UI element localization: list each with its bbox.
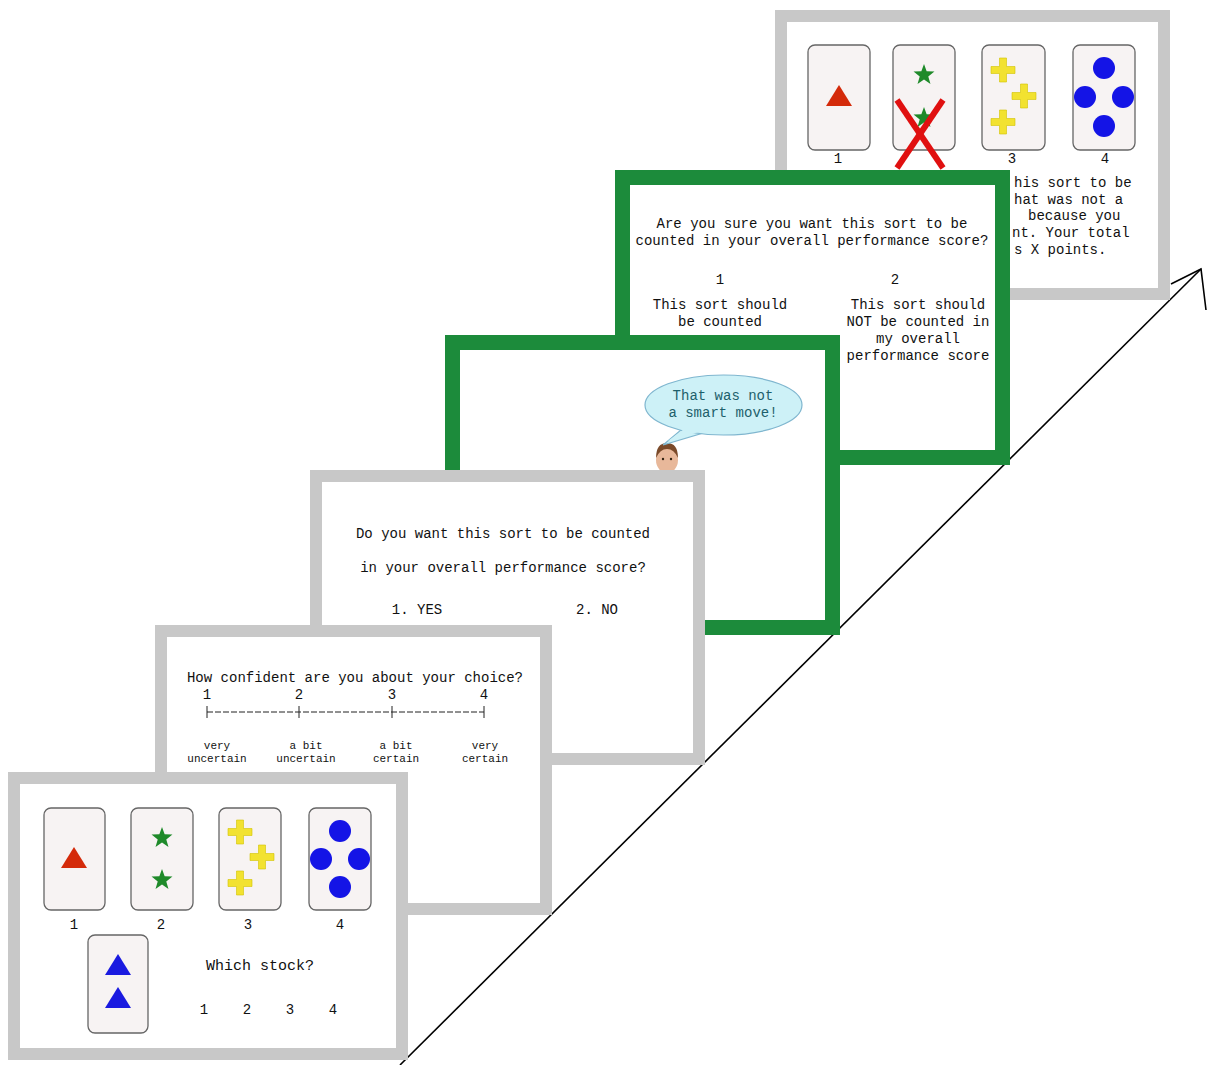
option-number: 1: [828, 150, 848, 168]
scale-line: [207, 712, 484, 713]
stock-card: [131, 808, 193, 910]
circle-symbol: [310, 848, 332, 870]
option-number: 3: [382, 686, 402, 704]
stock-card: [44, 808, 105, 910]
star-symbol: [152, 827, 173, 847]
screen-text: Are you sure you want this sort to be co…: [632, 216, 992, 250]
option-number: 3: [238, 916, 258, 934]
bubble-body: [645, 375, 802, 435]
option-number: 3: [1002, 150, 1022, 168]
feedback-fragment: because you: [1028, 208, 1148, 225]
feedback-fragment: his sort to be: [1014, 175, 1144, 192]
circle-symbol: [1112, 86, 1134, 108]
option-number: 1: [197, 686, 217, 704]
screen-text: 1. YES: [382, 601, 452, 619]
circle-symbol: [329, 820, 351, 842]
eye-symbol: [662, 458, 664, 460]
option-number: 1: [710, 271, 730, 289]
option-number: 4: [323, 1001, 343, 1019]
triangle-symbol: [826, 85, 852, 106]
timeline-arrowhead: [1171, 269, 1206, 310]
scale-label: How confident are you about your choice?: [175, 670, 535, 687]
red-cross-mark: [897, 100, 943, 168]
red-cross-mark: [897, 100, 943, 168]
option-number: 3: [280, 1001, 300, 1019]
option-number: 4: [1095, 150, 1115, 168]
scale-label: a bit certain: [361, 740, 431, 766]
option-number: 1: [64, 916, 84, 934]
scale-tick: [484, 706, 485, 718]
circle-symbol: [329, 876, 351, 898]
stock-card: [893, 45, 955, 150]
circle-symbol: [1093, 115, 1115, 137]
scale-tick: [207, 706, 208, 718]
cross-symbol: [228, 820, 252, 844]
cross-symbol: [991, 58, 1015, 82]
cross-symbol: [228, 871, 252, 895]
screen-text: Which stock?: [190, 957, 330, 976]
circle-symbol: [348, 848, 370, 870]
face-symbol: [656, 447, 678, 473]
stock-card: [1073, 45, 1135, 150]
scale-tick: [299, 706, 300, 718]
bubble-tail-join: [667, 424, 710, 441]
scale-tick: [392, 706, 393, 718]
response-card: [88, 935, 148, 1033]
cross-symbol: [991, 110, 1015, 134]
stock-card: [309, 808, 371, 910]
stock-card: [219, 808, 281, 910]
speech-text: That was not a smart move!: [666, 388, 781, 422]
option-number: 2: [885, 271, 905, 289]
feedback-fragment: s X points.: [1014, 242, 1144, 259]
option-number: 1: [194, 1001, 214, 1019]
screen-text: 2. NO: [567, 601, 627, 619]
circle-symbol: [1093, 57, 1115, 79]
cross-symbol: [250, 845, 274, 869]
star-symbol: [152, 869, 173, 889]
option-number: 4: [330, 916, 350, 934]
option-number: 2: [237, 1001, 257, 1019]
triangle-symbol: [105, 987, 131, 1008]
scale-label: a bit uncertain: [271, 740, 341, 766]
star-symbol: [914, 107, 935, 127]
circle-symbol: [1074, 86, 1096, 108]
screen-panel: 1234Which stock?1234: [8, 772, 408, 1060]
option-number: 2: [289, 686, 309, 704]
star-symbol: [914, 64, 935, 84]
screen-text: This sort should NOT be counted in my ov…: [845, 297, 991, 365]
scale-label: very uncertain: [182, 740, 252, 766]
triangle-symbol: [61, 847, 87, 868]
scale-label: very certain: [450, 740, 520, 766]
hair-symbol: [656, 443, 678, 458]
feedback-fragment: hat was not a: [1014, 192, 1144, 209]
cross-symbol: [1012, 84, 1036, 108]
eye-symbol: [670, 458, 672, 460]
feedback-fragment: nt. Your total: [1012, 225, 1142, 242]
option-number: 2: [151, 916, 171, 934]
stock-card: [808, 45, 870, 150]
speech-bubble: That was not a smart move!: [644, 374, 803, 436]
stock-card: [982, 45, 1045, 150]
option-number: 4: [474, 686, 494, 704]
screen-text: Do you want this sort to be counted in y…: [353, 517, 653, 585]
screen-text: This sort should be counted: [645, 297, 795, 331]
triangle-symbol: [105, 954, 131, 975]
